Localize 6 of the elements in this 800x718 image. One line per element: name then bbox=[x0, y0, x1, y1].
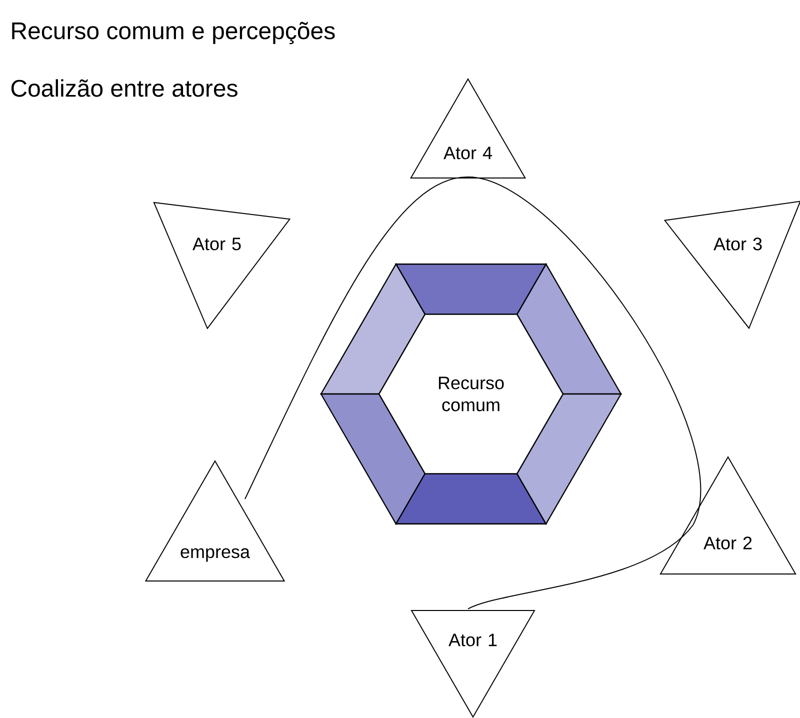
connector-line bbox=[468, 524, 694, 610]
connector-line bbox=[468, 176, 701, 526]
heading-text: Coalizão entre atores bbox=[11, 79, 238, 97]
connector-line bbox=[244, 176, 468, 500]
hexagon-node: Recurso comum bbox=[378, 314, 564, 474]
heading-text: Recurso comum e percepções bbox=[12, 22, 335, 44]
